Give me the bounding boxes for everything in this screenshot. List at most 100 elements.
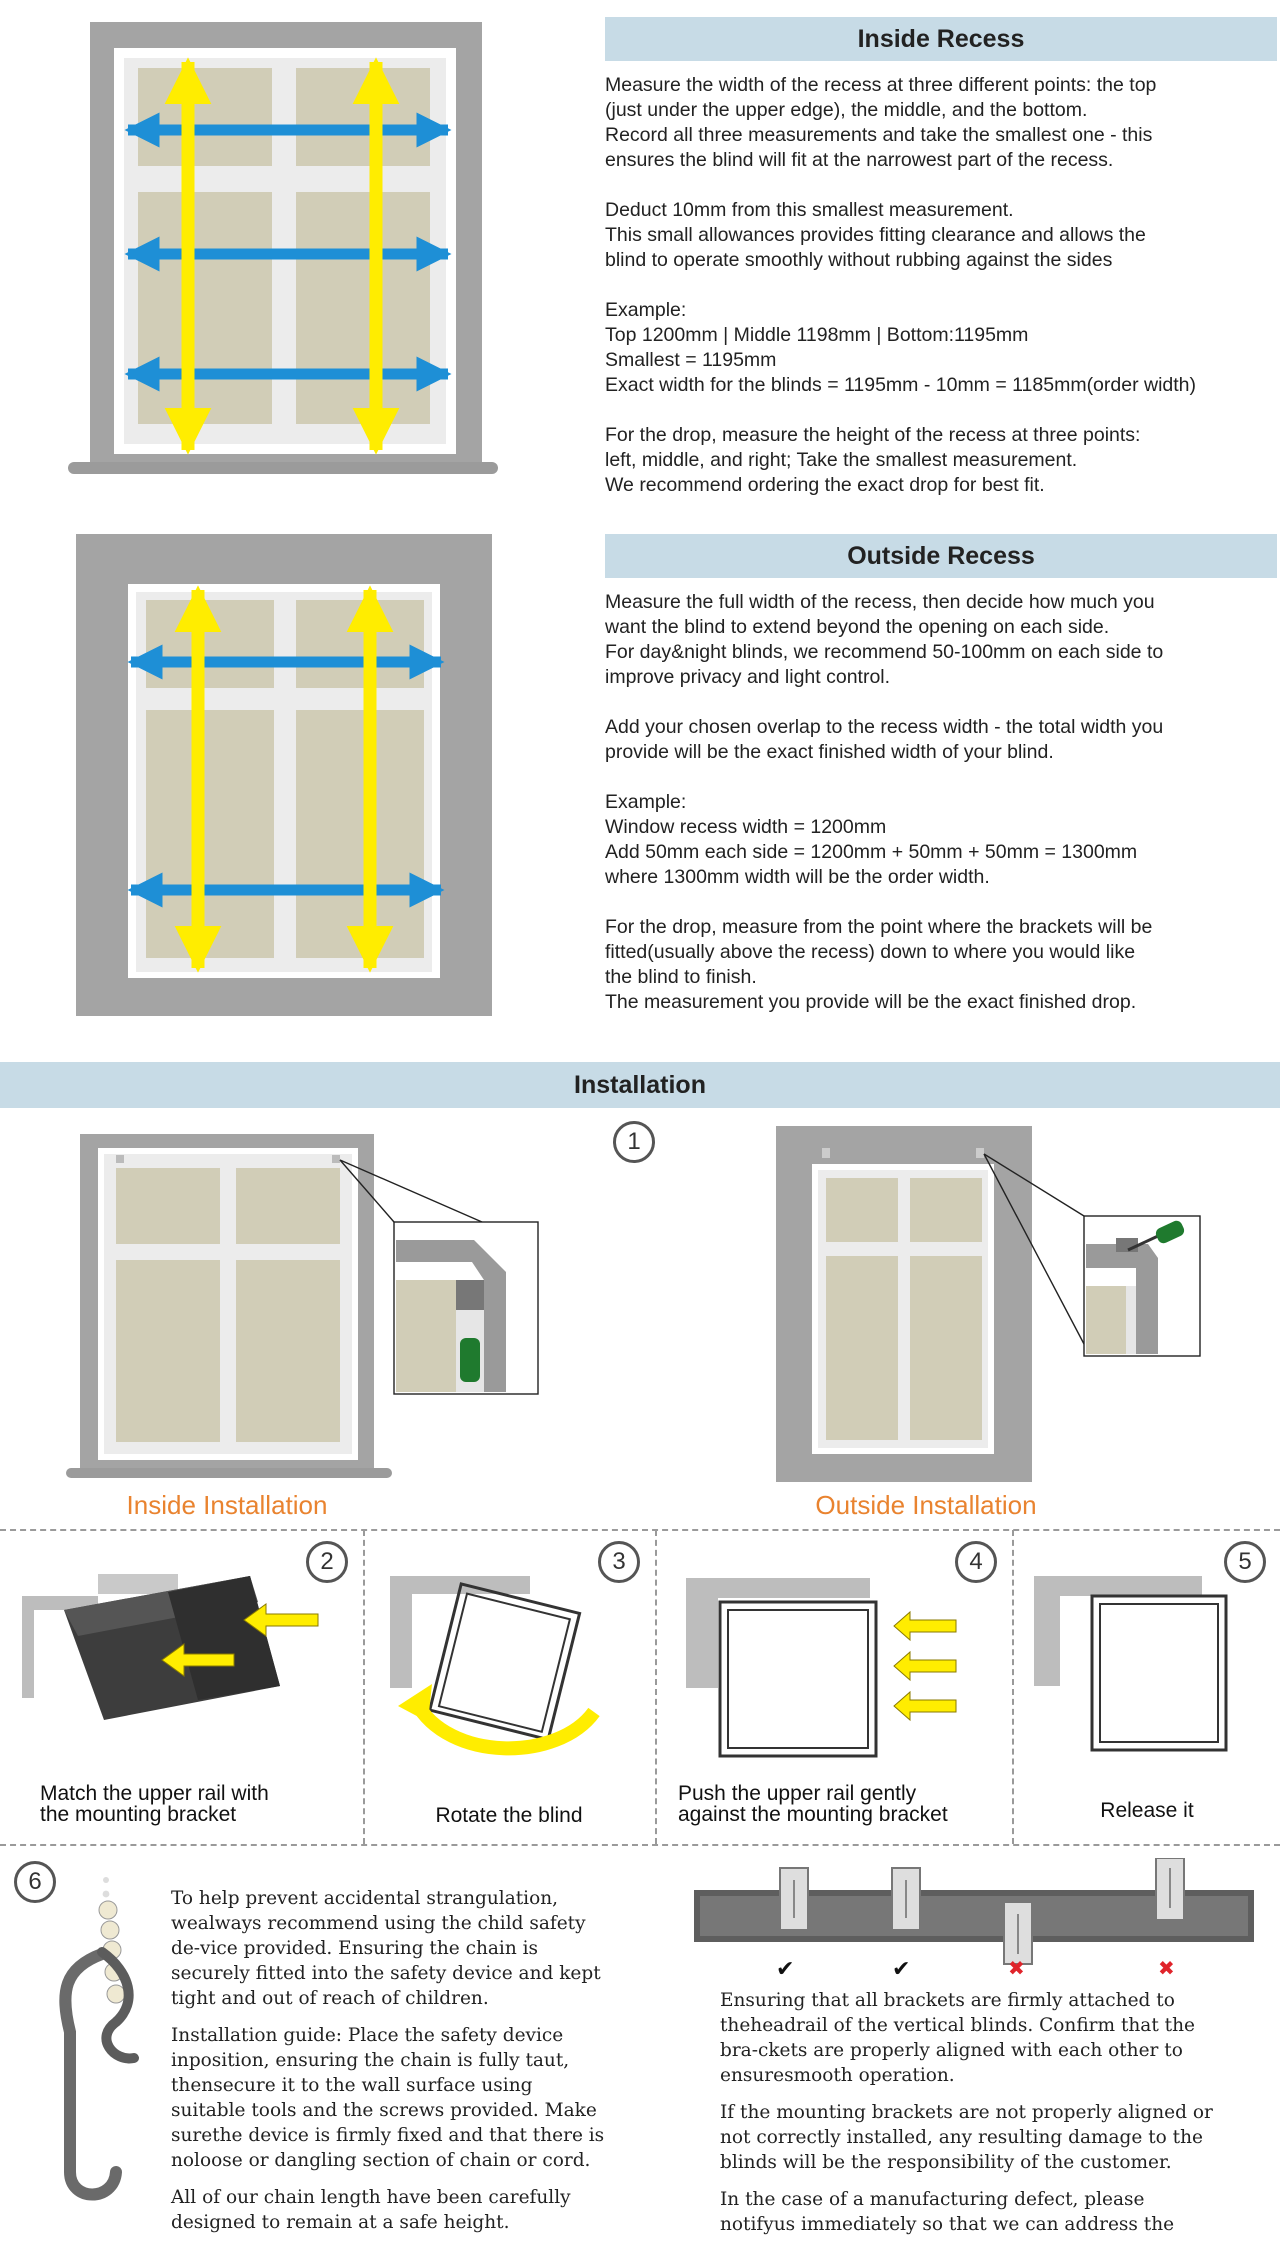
inside-recess-text: Measure the width of the recess at three… bbox=[605, 73, 1275, 523]
text-line: inposition, ensuring the chain is fully … bbox=[171, 2050, 570, 2071]
inside-installation-label: Inside Installation bbox=[126, 1490, 328, 1520]
text-line: Measure the full width of the recess, th… bbox=[605, 591, 1155, 613]
text-line: de-vice provided. Ensuring the chain is bbox=[171, 1938, 539, 1959]
text-line: want the blind to extend beyond the open… bbox=[605, 616, 1110, 638]
step-2-number: 2 bbox=[306, 1541, 348, 1583]
text-line: securely fitted into the safety device a… bbox=[171, 1963, 601, 1984]
outside-recess-text: Measure the full width of the recess, th… bbox=[605, 590, 1275, 1040]
chain-safety-device-diagram bbox=[54, 1872, 154, 2208]
safety-right-text: Ensuring that all brackets are firmly at… bbox=[720, 1988, 1238, 2249]
text-line: Example: bbox=[605, 791, 687, 813]
outside-recess-title: Outside Recess bbox=[605, 534, 1277, 578]
caption-line: Push the upper rail gently bbox=[678, 1782, 917, 1805]
divider-v3 bbox=[1012, 1530, 1014, 1844]
text-line: left, middle, and right; Take the smalle… bbox=[605, 449, 1078, 471]
text-line: noloose or dangling section of chain or … bbox=[171, 2150, 591, 2171]
caption-line: the mounting bracket bbox=[40, 1803, 237, 1826]
text-line: Add 50mm each side = 1200mm + 50mm + 50m… bbox=[605, 841, 1138, 863]
text-line: To help prevent accidental strangulation… bbox=[171, 1888, 559, 1909]
safety-left-text: To help prevent accidental strangulation… bbox=[171, 1886, 624, 2247]
paragraph: Installation guide: Place the safety dev… bbox=[171, 2023, 624, 2173]
text-line: fitted(usually above the recess) down to… bbox=[605, 941, 1136, 963]
cross-mark-1: ✖ bbox=[1008, 1958, 1025, 1980]
outside-installation-label: Outside Installation bbox=[815, 1490, 1037, 1520]
paragraph: Measure the width of the recess at three… bbox=[605, 73, 1275, 173]
step-3-number: 3 bbox=[598, 1541, 640, 1583]
text-line: Installation guide: Place the safety dev… bbox=[171, 2025, 564, 2046]
paragraph: Deduct 10mm from this smallest measureme… bbox=[605, 198, 1275, 273]
step-6-number: 6 bbox=[14, 1861, 56, 1903]
divider-bottom bbox=[0, 1844, 1280, 1846]
step-1-number: 1 bbox=[613, 1121, 655, 1163]
text-line: For the drop, measure the height of the … bbox=[605, 424, 1141, 446]
text-line: not correctly installed, any resulting d… bbox=[720, 2127, 1203, 2148]
step-4-number: 4 bbox=[955, 1541, 997, 1583]
paragraph: If the mounting brackets are not properl… bbox=[720, 2100, 1238, 2175]
text-line: In the case of a manufacturing defect, p… bbox=[720, 2189, 1145, 2210]
inside-recess-diagram bbox=[68, 22, 502, 478]
text-line: wealways recommend using the child safet… bbox=[171, 1913, 586, 1934]
paragraph: In the case of a manufacturing defect, p… bbox=[720, 2187, 1238, 2237]
text-line: surethe device is firmly fixed and that … bbox=[171, 2125, 605, 2146]
outside-installation-diagram bbox=[776, 1126, 1204, 1482]
text-line: We recommend ordering the exact drop for… bbox=[605, 474, 1045, 496]
check-mark-2: ✔ bbox=[892, 1956, 911, 1981]
text-line: the blind to finish. bbox=[605, 966, 757, 988]
text-line: ensuresmooth operation. bbox=[720, 2065, 955, 2086]
text-line: blind to operate smoothly without rubbin… bbox=[605, 249, 1113, 271]
text-line: The measurement you provide will be the … bbox=[605, 991, 1137, 1013]
paragraph: To help prevent accidental strangulation… bbox=[171, 1886, 624, 2011]
text-line: Window recess width = 1200mm bbox=[605, 816, 887, 838]
text-line: Measure the width of the recess at three… bbox=[605, 74, 1157, 96]
text-line: suitable tools and the screws provided. … bbox=[171, 2100, 597, 2121]
text-line: bra-ckets are properly aligned with each… bbox=[720, 2040, 1183, 2061]
text-line: tight and out of reach of children. bbox=[171, 1988, 489, 2009]
caption-line: against the mounting bracket bbox=[678, 1803, 948, 1826]
text-line: Deduct 10mm from this smallest measureme… bbox=[605, 199, 1014, 221]
text-line: For the drop, measure from the point whe… bbox=[605, 916, 1153, 938]
text-line: Exact width for the blinds = 1195mm - 10… bbox=[605, 374, 1197, 396]
check-mark-1: ✔ bbox=[776, 1956, 795, 1981]
divider-v1 bbox=[363, 1530, 365, 1844]
text-line: (just under the upper edge), the middle,… bbox=[605, 99, 1088, 121]
text-line: Ensuring that all brackets are firmly at… bbox=[720, 1990, 1175, 2011]
step-5-caption: Release it bbox=[1014, 1800, 1280, 1821]
text-line: This small allowances provides fitting c… bbox=[605, 224, 1146, 246]
paragraph: For the drop, measure from the point whe… bbox=[605, 915, 1275, 1015]
caption-line: Match the upper rail with bbox=[40, 1782, 269, 1805]
caption-line: Release it bbox=[1100, 1799, 1194, 1822]
text-line: designed to remain at a safe height. bbox=[171, 2212, 510, 2233]
headrail-brackets-diagram bbox=[694, 1858, 1254, 1968]
paragraph: For the drop, measure the height of the … bbox=[605, 423, 1275, 498]
text-line: For day&night blinds, we recommend 50-10… bbox=[605, 641, 1164, 663]
paragraph: Ensuring that all brackets are firmly at… bbox=[720, 1988, 1238, 2088]
text-line: ensures the blind will fit at the narrow… bbox=[605, 149, 1114, 171]
text-line: theheadrail of the vertical blinds. Conf… bbox=[720, 2015, 1195, 2036]
caption-line: Rotate the blind bbox=[435, 1804, 583, 1827]
divider-v2 bbox=[655, 1530, 657, 1844]
text-line: where 1300mm width will be the order wid… bbox=[605, 866, 990, 888]
inside-recess-title: Inside Recess bbox=[605, 17, 1277, 61]
outside-recess-diagram bbox=[76, 534, 492, 1016]
paragraph: All of our chain length have been carefu… bbox=[171, 2185, 624, 2235]
paragraph: Add your chosen overlap to the recess wi… bbox=[605, 715, 1275, 765]
step-5-number: 5 bbox=[1224, 1541, 1266, 1583]
text-line: If the mounting brackets are not properl… bbox=[720, 2102, 1213, 2123]
text-line: improve privacy and light control. bbox=[605, 666, 891, 688]
installation-title: Installation bbox=[0, 1062, 1280, 1108]
text-line: Example: bbox=[605, 299, 687, 321]
inside-installation-diagram bbox=[64, 1130, 550, 1480]
text-line: Top 1200mm | Middle 1198mm | Bottom:1195… bbox=[605, 324, 1029, 346]
text-line: Smallest = 1195mm bbox=[605, 349, 777, 371]
text-line: thensecure it to the wall surface using bbox=[171, 2075, 533, 2096]
step-2-diagram bbox=[18, 1570, 338, 1740]
text-line: Add your chosen overlap to the recess wi… bbox=[605, 716, 1164, 738]
paragraph: Measure the full width of the recess, th… bbox=[605, 590, 1275, 690]
text-line: blinds will be the responsibility of the… bbox=[720, 2152, 1172, 2173]
paragraph: Example: Top 1200mm | Middle 1198mm | Bot… bbox=[605, 298, 1275, 398]
step-3-caption: Rotate the blind bbox=[364, 1805, 654, 1826]
cross-mark-2: ✖ bbox=[1158, 1958, 1175, 1980]
